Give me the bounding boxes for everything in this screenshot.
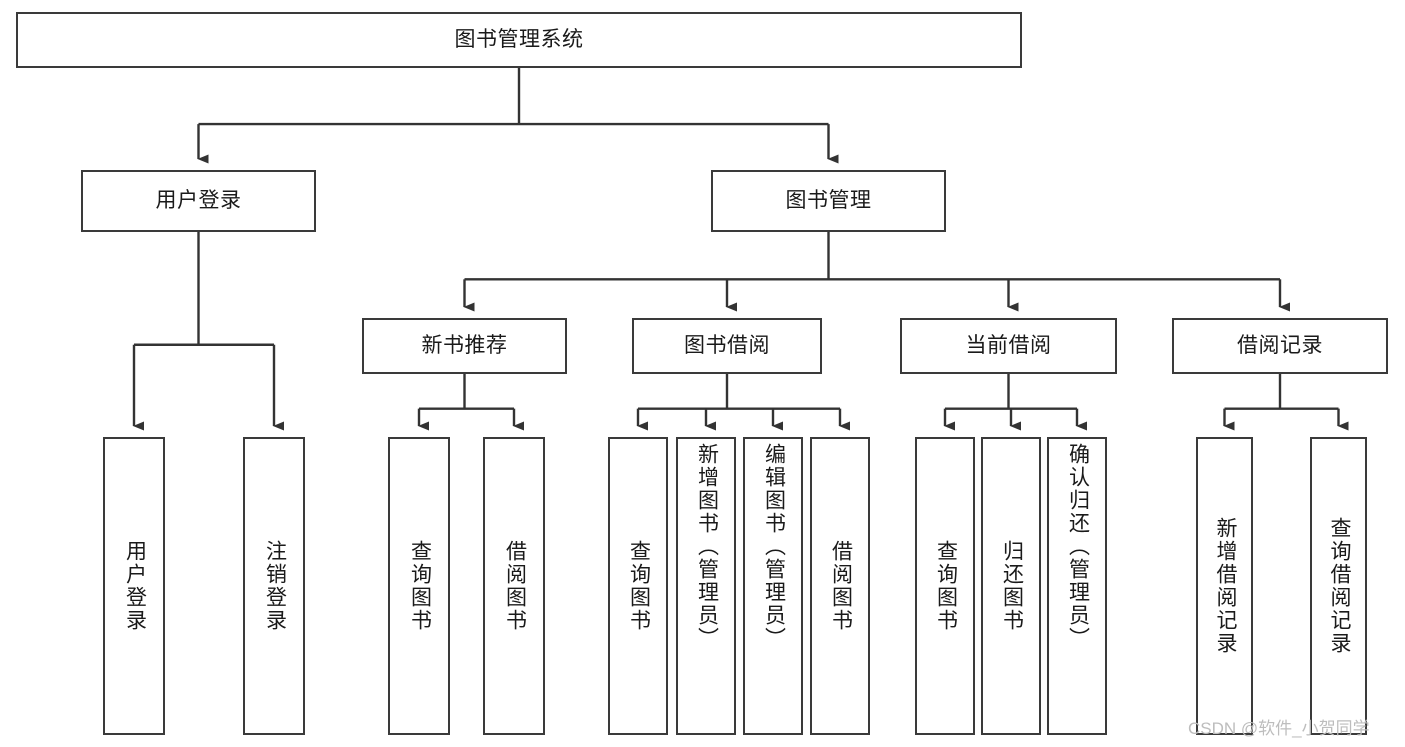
node-book-borrow-label: 图书借阅 xyxy=(684,334,770,358)
node-leaf-return-book-label: 归还图书 xyxy=(1000,540,1024,632)
node-new-book-recommend[interactable]: 新书推荐 xyxy=(362,318,567,374)
node-leaf-query-book-current[interactable]: 查询图书 xyxy=(915,437,975,735)
node-leaf-query-borrow-record-label: 查询借阅记录 xyxy=(1327,517,1351,655)
node-root[interactable]: 图书管理系统 xyxy=(16,12,1022,68)
node-root-label: 图书管理系统 xyxy=(454,28,584,52)
node-leaf-edit-book-admin[interactable]: 编辑图书（管理员） xyxy=(743,437,803,735)
node-leaf-confirm-return-admin-label: 确认归还（管理员） xyxy=(1066,443,1090,650)
node-leaf-borrow-book-recommend-label: 借阅图书 xyxy=(503,540,527,632)
node-leaf-add-borrow-record[interactable]: 新增借阅记录 xyxy=(1196,437,1253,735)
node-leaf-user-login-label: 用户登录 xyxy=(123,540,147,632)
node-new-book-recommend-label: 新书推荐 xyxy=(421,334,508,358)
node-leaf-add-borrow-record-label: 新增借阅记录 xyxy=(1213,517,1237,655)
node-leaf-query-borrow-record[interactable]: 查询借阅记录 xyxy=(1310,437,1367,735)
node-leaf-query-book-borrow[interactable]: 查询图书 xyxy=(608,437,668,735)
node-leaf-user-login[interactable]: 用户登录 xyxy=(103,437,165,735)
node-leaf-add-book-admin-label: 新增图书（管理员） xyxy=(695,443,719,650)
node-leaf-query-book-current-label: 查询图书 xyxy=(934,540,958,632)
node-book-management[interactable]: 图书管理 xyxy=(711,170,946,232)
node-book-management-label: 图书管理 xyxy=(785,189,872,213)
node-leaf-borrow-book-borrow[interactable]: 借阅图书 xyxy=(810,437,870,735)
node-current-borrow-label: 当前借阅 xyxy=(965,334,1052,358)
node-borrow-record[interactable]: 借阅记录 xyxy=(1172,318,1388,374)
node-leaf-add-book-admin[interactable]: 新增图书（管理员） xyxy=(676,437,736,735)
node-leaf-return-book[interactable]: 归还图书 xyxy=(981,437,1041,735)
node-leaf-edit-book-admin-label: 编辑图书（管理员） xyxy=(762,443,786,650)
node-leaf-query-book-borrow-label: 查询图书 xyxy=(627,540,651,632)
node-user-login-label: 用户登录 xyxy=(155,189,242,213)
node-leaf-query-book-recommend[interactable]: 查询图书 xyxy=(388,437,450,735)
node-borrow-record-label: 借阅记录 xyxy=(1237,334,1323,358)
node-user-login[interactable]: 用户登录 xyxy=(81,170,316,232)
node-book-borrow[interactable]: 图书借阅 xyxy=(632,318,822,374)
node-leaf-borrow-book-recommend[interactable]: 借阅图书 xyxy=(483,437,545,735)
node-leaf-borrow-book-borrow-label: 借阅图书 xyxy=(829,540,853,632)
csdn-watermark: CSDN @软件_小贺同学 xyxy=(1188,719,1370,738)
node-leaf-logout-login-label: 注销登录 xyxy=(263,540,287,632)
node-current-borrow[interactable]: 当前借阅 xyxy=(900,318,1117,374)
node-leaf-query-book-recommend-label: 查询图书 xyxy=(408,540,432,632)
node-leaf-logout-login[interactable]: 注销登录 xyxy=(243,437,305,735)
node-leaf-confirm-return-admin[interactable]: 确认归还（管理员） xyxy=(1047,437,1107,735)
